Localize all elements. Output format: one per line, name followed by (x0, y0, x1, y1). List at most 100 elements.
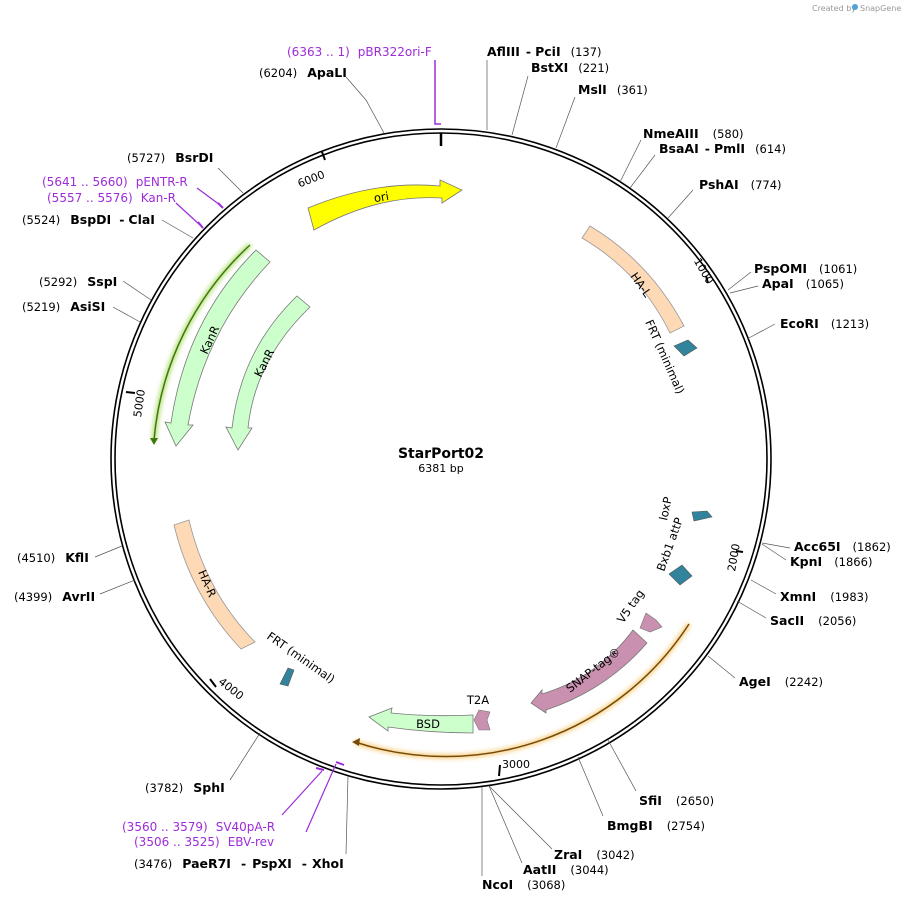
site-sspI[interactable]: (5292)SspI (39, 274, 117, 289)
leader-sfiI (607, 739, 637, 792)
leader-nmeAIII (619, 139, 642, 183)
primer-mark-pentr-r[interactable] (217, 202, 224, 209)
site-kpnI[interactable]: KpnI(1866) (790, 554, 872, 569)
site-sfiI[interactable]: SfiI(2650) (639, 793, 714, 808)
site-avrII[interactable]: (4399)AvrII (14, 589, 95, 604)
tick-label-5000: 5000 (131, 388, 148, 418)
primer-sv40pa-r[interactable]: (3560 .. 3579)SV40pA-R (122, 820, 275, 834)
site-asiSI[interactable]: (5219)AsiSI (22, 299, 105, 314)
feature-label-v5-tag: V5 tag (614, 587, 647, 626)
primer-mark-pbr322ori-f[interactable] (434, 60, 441, 125)
leader-asiSI (112, 306, 141, 323)
feature-frt-left[interactable] (279, 667, 295, 687)
leader-clal (161, 219, 194, 239)
leader-mslI (555, 96, 576, 149)
leader-ecoRI (746, 323, 776, 340)
tick-4000 (209, 678, 217, 688)
leader-bsrDI (217, 167, 244, 194)
backbone-outer-strand (110, 128, 772, 790)
kanr-orf-arc (153, 244, 251, 441)
tick-5000 (125, 391, 136, 394)
credit-brand: SnapGene (860, 4, 901, 13)
feature-ha-r[interactable] (173, 519, 256, 650)
site-paer7i-pspxi-xhoi[interactable]: (3476)PaeR7I-PspXI-XhoI (134, 856, 344, 871)
leader-bmgBI (577, 756, 604, 817)
site-bmgBI[interactable]: BmgBI(2754) (607, 818, 705, 833)
primer-mark-sv40pa-r[interactable] (315, 767, 325, 771)
feature-ha-l[interactable] (581, 225, 685, 334)
primer-mark-kan-r[interactable] (197, 221, 204, 229)
site-bsrDI[interactable]: (5727)BsrDI (127, 150, 213, 165)
tick-1000 (705, 275, 709, 284)
primer-leader-ebv-rev (305, 763, 337, 833)
feature-t2a[interactable] (473, 709, 491, 731)
leader-bsaAI (629, 154, 656, 189)
site-bsaAI-pmlI[interactable]: BsaAI-PmlI(614) (659, 141, 786, 156)
primer-mark-ebv-rev[interactable] (335, 761, 345, 766)
leader-bstXI (511, 75, 529, 136)
feature-frt-right[interactable] (673, 339, 698, 357)
leader-kpnI (761, 543, 787, 561)
feature-label-loxp: loxP (656, 496, 675, 522)
site-aflIII-pciI[interactable]: AflIII-PciI(137) (487, 44, 602, 59)
tick-label-6000: 6000 (296, 168, 327, 190)
tick-2000 (735, 550, 744, 553)
site-ncoI[interactable]: NcoI(3068) (482, 877, 565, 892)
feature-label-frt-right: FRT (minimal) (642, 318, 687, 397)
feature-label-bsd: BSD (416, 717, 440, 731)
site-kflI[interactable]: (4510)KflI (17, 550, 89, 565)
site-ageI[interactable]: AgeI(2242) (739, 674, 823, 689)
leader-pspOMI (727, 271, 752, 291)
feature-ori[interactable] (307, 179, 463, 231)
leader-ageI (707, 655, 736, 679)
snap-orf-arc (354, 623, 690, 758)
feature-label-ori: ori (373, 189, 390, 205)
site-bstXI[interactable]: BstXI(221) (531, 60, 609, 75)
leader-aatII (488, 785, 523, 864)
site-zraI[interactable]: ZraI(3042) (554, 847, 635, 862)
site-leaders (94, 60, 791, 876)
primer-leader-pentr-r (196, 187, 221, 206)
leader-kflI (94, 545, 123, 558)
primer-pbr322ori-f[interactable]: (6363 .. 1)pBR322ori-F (287, 45, 432, 59)
site-aatII[interactable]: AatII(3044) (523, 862, 609, 877)
kanr-orf-arrowhead (150, 438, 158, 445)
site-nmeAIII[interactable]: NmeAIII(580) (643, 126, 744, 141)
primer-pentr-r[interactable]: (5641 .. 5660)pENTR-R (42, 175, 188, 189)
primer-leader-kan-r (175, 202, 201, 226)
primer-kan-r[interactable]: (5557 .. 5576)Kan-R (47, 191, 176, 205)
primer-ebv-rev[interactable]: (3506 .. 3525)EBV-rev (134, 835, 274, 849)
feature-kanr-inner[interactable] (225, 295, 311, 451)
tick-label-2000: 2000 (725, 543, 743, 573)
site-labels: AflIII-PciI(137) BstXI(221) MslI(361) Nm… (14, 44, 891, 892)
site-acc65I[interactable]: Acc65I(1862) (794, 539, 891, 554)
leader-sacII (736, 600, 767, 619)
feature-kanr-outer[interactable] (164, 249, 271, 447)
leader-apaI (729, 285, 759, 294)
site-sacII[interactable]: SacII(2056) (770, 613, 856, 628)
tick-label-3000: 3000 (502, 758, 530, 771)
leader-xmnI (750, 579, 777, 595)
site-pspOMI[interactable]: PspOMI(1061) (754, 261, 857, 276)
leader-apaLI (345, 76, 385, 134)
site-pshAI[interactable]: PshAI(774) (699, 177, 782, 192)
feature-bsd[interactable] (368, 707, 474, 734)
feature-loxp[interactable] (691, 510, 713, 522)
feature-bxb1-attp[interactable] (668, 564, 693, 586)
site-mslI[interactable]: MslI(361) (578, 82, 648, 97)
site-bspDI-claI[interactable]: (5524)BspDI-ClaI (22, 212, 155, 227)
leader-acc65I (761, 542, 791, 549)
tick-6000 (321, 151, 326, 161)
feature-label-t2a: T2A (466, 693, 489, 707)
site-apaI[interactable]: ApaI(1065) (762, 276, 844, 291)
leader-sspI (122, 280, 152, 301)
backbone (110, 128, 772, 790)
feature-snap-tag[interactable] (530, 629, 648, 714)
site-xmnI[interactable]: XmnI(1983) (780, 589, 868, 604)
primer-labels: (6363 .. 1)pBR322ori-F (5641 .. 5660)pEN… (42, 45, 432, 849)
site-sphI[interactable]: (3782)SphI (145, 780, 225, 795)
site-apaLI[interactable]: (6204)ApaLI (259, 65, 347, 80)
site-ecoRI[interactable]: EcoRI(1213) (780, 316, 869, 331)
feature-v5-tag[interactable] (639, 612, 663, 633)
